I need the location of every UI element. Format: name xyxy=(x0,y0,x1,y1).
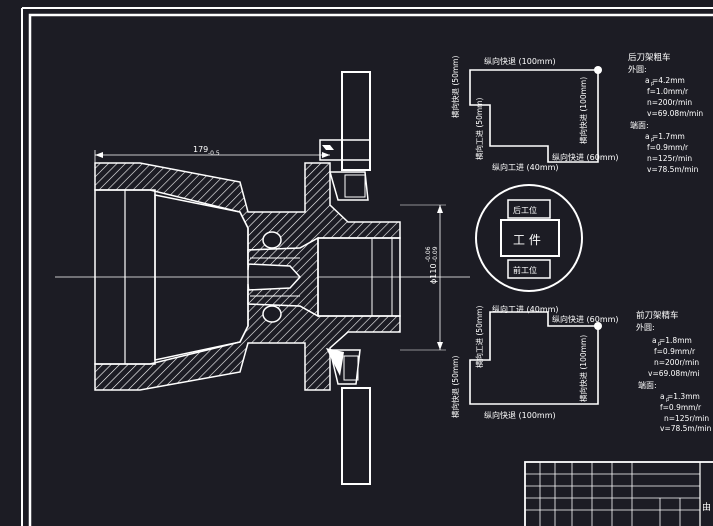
rear-tool-holder xyxy=(319,71,371,201)
front-path-left: 横向快退 (50mm) xyxy=(450,356,460,418)
rear-path-right: 横向快进 (100mm) xyxy=(578,77,588,144)
rear-tool-path: 纵向快退 (100mm) 横向快退 (50mm) 横向工进 (50mm) 横向快… xyxy=(450,56,619,172)
front-end-line-2: n=125r/min xyxy=(664,414,709,423)
diameter-value: ϕ110 xyxy=(429,263,438,284)
workpiece-circle xyxy=(475,184,583,292)
front-path-bottom: 纵向快退 (100mm) xyxy=(484,410,556,420)
front-outer-line-1: f=0.9mm/r xyxy=(654,347,696,356)
front-tool-title: 前刀架精车 xyxy=(636,310,679,321)
front-path-top-left: 纵向工进 (40mm) xyxy=(492,304,559,314)
title-block-label: 由 xyxy=(702,501,711,513)
right-bore-groove xyxy=(371,237,393,317)
rear-path-top: 纵向快退 (100mm) xyxy=(484,56,556,66)
upper-hole xyxy=(262,231,282,249)
title-block: 由 xyxy=(524,461,713,526)
rear-path-inner-left: 横向工进 (50mm) xyxy=(474,98,484,160)
part-section xyxy=(94,162,401,391)
inner-frame xyxy=(28,13,713,526)
rear-path-bottom-left: 纵向工进 (40mm) xyxy=(492,162,559,172)
rear-outer-line-1: f=1.0mm/r xyxy=(647,87,689,96)
rear-outer-line-0: a =4.2mm xyxy=(645,76,685,85)
rear-outer-line-3: v=69.08m/min xyxy=(647,109,703,118)
workpiece-diagram: 工 件 后工位 前工位 xyxy=(475,184,583,292)
front-end-line-0: a =1.3mm xyxy=(660,392,700,401)
rear-end-subscript: p xyxy=(651,137,654,143)
rear-path-left: 横向快退 (50mm) xyxy=(450,56,460,118)
rear-outer-label: 外圆: xyxy=(628,64,647,74)
front-position-box xyxy=(507,259,551,279)
front-outer-line-0: a =1.8mm xyxy=(652,336,692,345)
diameter-dimension: ϕ110 -0.06 -0.09 xyxy=(400,204,446,351)
front-outer-label: 外圆: xyxy=(636,322,655,332)
length-tolerance: -0.5 xyxy=(208,150,220,157)
diameter-tol-upper: -0.06 xyxy=(425,246,432,262)
front-path-right: 横向快进 (100mm) xyxy=(578,335,588,402)
rear-end-label: 端面: xyxy=(630,120,649,130)
lower-hole xyxy=(262,305,282,323)
front-end-line-3: v=78.5m/min xyxy=(660,424,712,433)
length-value: 179 xyxy=(193,145,208,154)
right-bore xyxy=(317,237,401,317)
front-path-inner-left: 横向工进 (50mm) xyxy=(474,306,484,368)
front-outer-subscript: p xyxy=(658,341,661,347)
rear-outer-line-2: n=200r/min xyxy=(647,98,692,107)
front-outer-line-3: v=69.08m/mi xyxy=(648,369,699,378)
rear-tool-params: 后刀架粗车 外圆: a =4.2mm p f=1.0mm/r n=200r/mi… xyxy=(628,52,703,174)
front-tool-holder xyxy=(326,348,371,485)
rear-outer-subscript: p xyxy=(651,81,654,87)
front-outer-line-2: n=200r/min xyxy=(654,358,699,367)
taper-bore xyxy=(154,194,249,361)
front-tool-params: 前刀架精车 外圆: a =1.8mm p f=0.9mm/r n=200r/mi… xyxy=(636,310,712,433)
front-tool-path: 纵向工进 (40mm) 纵向快进 (60mm) 横向快退 (50mm) 横向工进… xyxy=(450,304,619,420)
rear-tool-title: 后刀架粗车 xyxy=(628,52,671,63)
rear-end-line-1: f=0.9mm/r xyxy=(647,143,689,152)
rear-end-line-3: v=78.5m/min xyxy=(647,165,699,174)
front-end-label: 端面: xyxy=(638,380,657,390)
front-end-subscript: p xyxy=(666,397,669,403)
rear-position-box xyxy=(507,199,551,219)
rear-position-label: 后工位 xyxy=(513,205,537,215)
front-end-line-1: f=0.9mm/r xyxy=(660,403,702,412)
workpiece-box xyxy=(500,219,560,257)
diameter-tol-lower: -0.09 xyxy=(432,246,439,262)
length-dimension: 179 -0.5 xyxy=(94,145,330,163)
rear-path-bottom-right: 纵向快进 (60mm) xyxy=(552,152,619,162)
workpiece-label: 工 件 xyxy=(513,233,541,247)
rear-end-line-0: a =1.7mm xyxy=(645,132,685,141)
front-position-label: 前工位 xyxy=(513,265,537,275)
rear-end-line-2: n=125r/min xyxy=(647,154,692,163)
front-path-top-right: 纵向快进 (60mm) xyxy=(552,314,619,324)
